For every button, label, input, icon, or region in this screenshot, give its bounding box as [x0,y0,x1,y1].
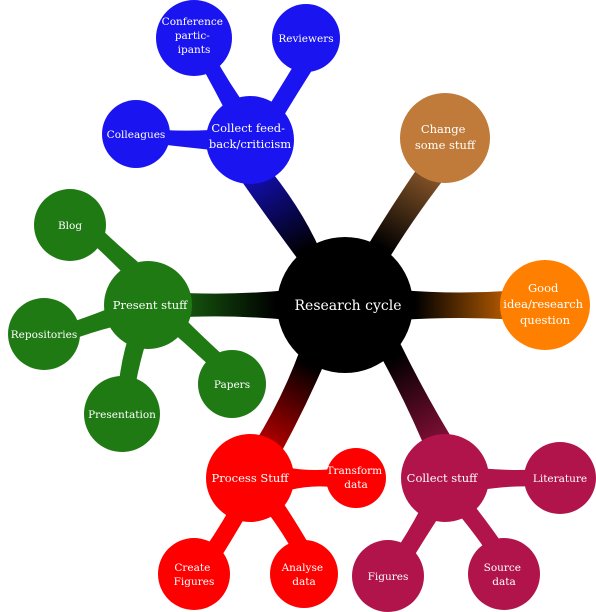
node-presentation [84,376,160,452]
node-blog [34,189,106,261]
node-literature-label: Literature [533,473,587,485]
node-research-cycle [277,237,413,373]
node-present [104,261,192,349]
node-reviewers-label: Reviewers [278,33,333,45]
node-papers-label: Papers [214,379,250,391]
node-blog-label: Blog [58,220,82,232]
node-papers [198,350,266,418]
node-process-label: Process Stuff [212,471,290,485]
connector-idea [400,290,520,320]
node-transform-data [326,448,386,508]
node-source-data-label: Source data [484,562,525,588]
node-figures-collected [352,540,424,612]
branch-idea: Good idea/research question [500,260,590,350]
node-repositories [8,298,80,370]
node-create-figures [158,538,230,610]
node-presentation-label: Presentation [88,409,156,421]
node-literature [524,442,596,514]
branch-present: Present stuff Blog Repositories Presenta… [8,189,266,452]
node-colleagues-label: Colleagues [107,129,166,141]
node-change-label: Change some stuff [415,122,476,152]
node-idea [500,260,590,350]
node-colleagues [102,100,170,168]
node-source-data [468,538,540,610]
center-node: Research cycle [277,237,413,373]
node-process [206,434,294,522]
branch-feedback: Collect feed- back/criticism Conference … [102,0,340,184]
node-collect [401,434,489,522]
connector-present [170,290,290,320]
node-conference-participants [156,0,232,76]
node-transform-data-label: Transform data [327,465,386,491]
node-reviewers [272,4,340,72]
branch-process: Process Stuff Transform data Analyse dat… [158,434,386,610]
node-analyse-data-label: Analyse data [281,562,327,588]
node-collect-label: Collect stuff [407,471,479,485]
node-idea-label: Good idea/research question [503,281,586,327]
node-feedback-label: Collect feed- back/criticism [209,121,291,151]
node-change [400,93,490,183]
node-repositories-label: Repositories [11,329,77,341]
branch-change: Change some stuff [400,93,490,183]
branch-collect: Collect stuff Literature Source data Fig… [352,434,596,612]
connector-feedback [238,160,320,262]
node-create-figures-label: Create Figures [174,562,215,588]
node-analyse-data [270,540,338,608]
node-conference-participants-label: Conference partic- ipants [162,16,227,56]
connector-collect [380,343,458,460]
node-figures-collected-label: Figures [368,571,409,583]
node-feedback [206,96,294,184]
node-present-label: Present stuff [113,298,188,312]
node-research-cycle-label: Research cycle [295,298,402,314]
